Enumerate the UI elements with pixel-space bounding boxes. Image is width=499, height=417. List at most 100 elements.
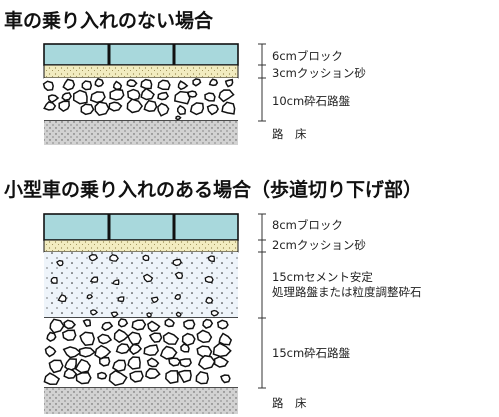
stone-shape: [56, 259, 64, 267]
stone-shape: [74, 358, 92, 374]
stone-shape: [88, 254, 99, 262]
section2-title: 小型車の乗り入れのある場合（歩道切り下げ部）: [4, 179, 423, 201]
stone-shape: [147, 320, 161, 333]
stone-shape: [180, 343, 190, 353]
stone-shape: [94, 77, 105, 88]
stone-shape: [112, 80, 123, 91]
stone-shape: [216, 319, 229, 330]
stone-shape: [204, 92, 216, 102]
section1-label-sand: 3cmクッション砂: [272, 66, 366, 80]
section2-label-sand: 2cmクッション砂: [272, 238, 366, 252]
stone-shape: [82, 319, 91, 328]
stone-shape: [220, 374, 231, 384]
stone-shape: [89, 91, 106, 104]
stone-shape: [218, 332, 233, 346]
stone-shape: [145, 367, 161, 380]
stone-shape: [78, 347, 96, 358]
stone-shape: [189, 102, 205, 116]
stone-shape: [42, 80, 54, 91]
stone-shape: [61, 329, 77, 341]
stone-shape: [196, 329, 213, 344]
stone-shape: [109, 88, 125, 101]
stone-shape: [172, 258, 182, 267]
stone-shape: [210, 309, 220, 317]
stone-shape: [81, 80, 93, 91]
stone-shape: [183, 319, 196, 330]
stone-shape: [79, 331, 95, 346]
section2-crushed-stone-layer: [43, 318, 238, 389]
stone-shape: [143, 99, 158, 112]
stone-shape: [162, 331, 180, 345]
section1-dimension-line: [258, 43, 266, 122]
stone-shape: [94, 344, 112, 360]
section2-subgrade-layer: [44, 388, 238, 414]
stone-shape: [43, 101, 57, 111]
stone-shape: [98, 356, 111, 367]
stone-shape: [64, 358, 77, 372]
stone-shape: [97, 371, 108, 380]
stone-shape: [111, 359, 127, 373]
section2-sand-layer: [43, 239, 239, 253]
stone-shape: [208, 78, 219, 87]
section2-label-cement-line2: 処理路盤または粒度調整砕石: [272, 285, 422, 299]
stone-shape: [86, 294, 94, 300]
stone-shape: [75, 372, 92, 385]
section2-label-cement-line1: 15cmセメント安定: [272, 270, 373, 284]
section2-cement-stabilized-layer: [44, 252, 238, 319]
stone-shape: [129, 370, 144, 383]
stone-shape: [195, 370, 209, 385]
stone-shape: [206, 104, 219, 116]
stone-shape: [197, 354, 216, 370]
stone-shape: [142, 254, 150, 262]
stone-shape: [47, 94, 60, 104]
stone-shape: [177, 80, 189, 91]
stone-shape: [157, 79, 171, 91]
stone-shape: [44, 345, 57, 358]
stone-shape: [109, 253, 119, 262]
section2-label-block: 8cmブロック: [272, 218, 343, 232]
stone-shape: [80, 103, 95, 116]
section1-crushed-stone-layer: [42, 77, 238, 122]
stone-shape: [143, 344, 160, 357]
stone-shape: [117, 296, 125, 302]
stone-shape: [178, 358, 192, 368]
section1-blocks: [43, 43, 239, 66]
stone-shape: [177, 369, 192, 384]
stone-shape: [101, 321, 114, 332]
stone-shape: [48, 359, 64, 374]
section1-label-crushed-stone: 10cm砕石路盤: [272, 94, 351, 108]
stone-shape: [62, 346, 82, 359]
stone-shape: [89, 309, 99, 316]
stone-shape: [175, 311, 182, 317]
stone-shape: [117, 318, 129, 328]
section1-label-block: 6cmブロック: [272, 49, 343, 63]
stone-shape: [110, 311, 119, 318]
stone-shape: [181, 332, 196, 347]
stone-shape: [126, 98, 144, 114]
stone-shape: [63, 367, 78, 379]
stone-shape: [62, 78, 76, 91]
stone-shape: [205, 296, 214, 304]
stone-shape: [150, 296, 159, 304]
stone-shape: [168, 357, 182, 367]
stone-shape: [146, 312, 152, 318]
stone-shape: [72, 89, 88, 105]
stone-shape: [187, 90, 198, 98]
stone-shape: [221, 101, 236, 115]
stone-shape: [164, 318, 175, 328]
stone-shape: [224, 78, 234, 88]
stone-shape: [204, 275, 214, 283]
stone-shape: [173, 90, 191, 105]
stone-shape: [97, 333, 113, 345]
stone-shape: [127, 331, 142, 346]
stone-shape: [142, 273, 154, 283]
stone-shape: [146, 357, 160, 368]
stone-shape: [157, 91, 170, 101]
stone-shape: [57, 294, 67, 303]
stone-shape: [129, 343, 143, 356]
section1-sand-layer: [43, 64, 239, 79]
stone-shape: [176, 104, 187, 115]
section2-blocks: [43, 213, 239, 241]
stone-shape: [202, 318, 214, 329]
stone-shape: [115, 343, 131, 355]
